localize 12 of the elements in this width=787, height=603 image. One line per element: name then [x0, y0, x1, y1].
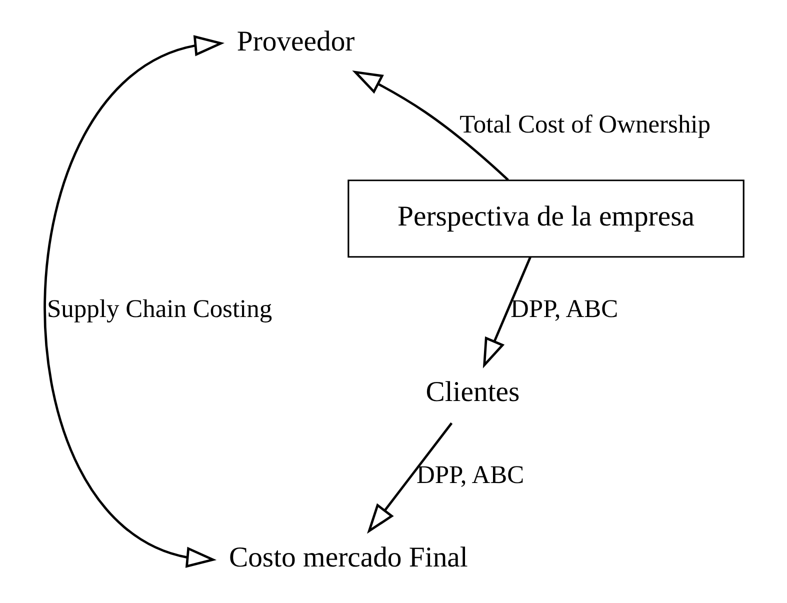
edge-label: Supply Chain Costing	[46, 294, 272, 324]
node-text: Costo mercado Final	[228, 542, 468, 574]
node-text: Clientes	[425, 376, 520, 408]
edge-label: DPP, ABC	[416, 460, 524, 489]
edge-label: DPP, ABC	[510, 294, 618, 324]
arrow	[43, 35, 224, 568]
node-text: Proveedor	[236, 25, 354, 58]
arrow	[482, 256, 531, 368]
node-box: Perspectiva de la empresa	[347, 180, 744, 258]
arrow	[352, 70, 508, 181]
edge-label: Total Cost of Ownership	[459, 109, 710, 138]
arrow	[366, 422, 452, 534]
